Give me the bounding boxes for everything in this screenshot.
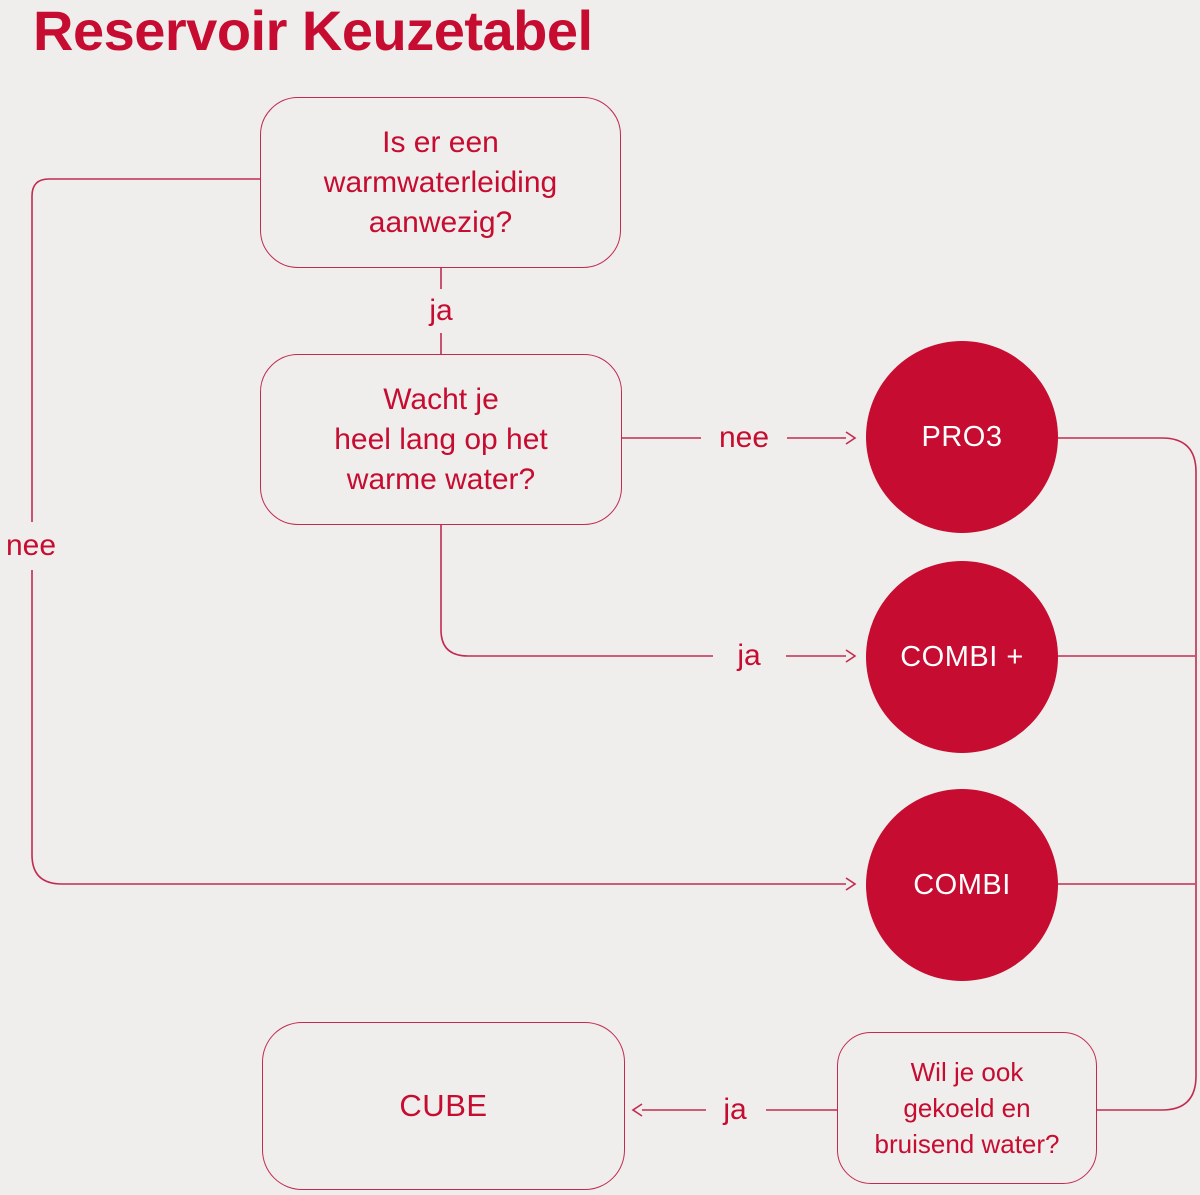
- decision-box-warmwaterleiding: Is er een warmwaterleiding aanwezig?: [260, 97, 621, 268]
- connector-q1-nee-lower: [31, 570, 846, 885]
- edge-label-ja-gekoeld: ja: [723, 1093, 747, 1126]
- page-title: Reservoir Keuzetabel: [33, 0, 593, 62]
- result-circle-combi: COMBI: [866, 789, 1058, 981]
- edge-label-ja-warmwater: ja: [429, 294, 453, 327]
- connector-right-rail: [1058, 437, 1197, 1111]
- connector-q2-ja-left: [440, 525, 713, 657]
- connector-q1-nee-upper: [31, 178, 260, 522]
- edge-label-ja-wachttijd: ja: [737, 639, 761, 672]
- arrowhead-to-combi: [845, 877, 857, 891]
- arrowhead-to-cube: [631, 1103, 643, 1117]
- edge-label-nee-warmwater: nee: [5, 529, 57, 562]
- edge-label-nee-wachttijd: nee: [718, 421, 770, 454]
- decision-box-wachttijd: Wacht je heel lang op het warme water?: [260, 354, 622, 525]
- result-circle-combi-plus: COMBI +: [866, 561, 1058, 753]
- decision-box-gekoeld-bruisend: Wil je ook gekoeld en bruisend water?: [837, 1032, 1097, 1184]
- result-circle-pro3: PRO3: [866, 341, 1058, 533]
- arrowhead-to-pro3: [845, 431, 857, 445]
- result-box-cube: CUBE: [262, 1022, 625, 1190]
- arrowhead-to-combi-plus: [845, 649, 857, 663]
